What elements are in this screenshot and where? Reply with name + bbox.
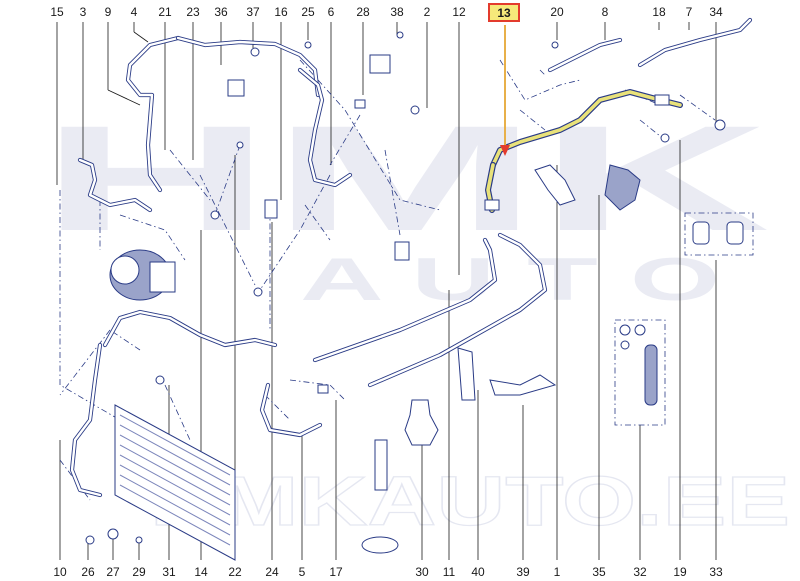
callout-18[interactable]: 18 [652, 5, 666, 19]
pressure-sensor [604, 164, 641, 211]
callout-29[interactable]: 29 [132, 565, 146, 579]
callout-3[interactable]: 3 [80, 5, 87, 19]
callout-24[interactable]: 24 [265, 565, 279, 579]
callout-40[interactable]: 40 [471, 565, 485, 579]
callout-30[interactable]: 30 [415, 565, 429, 579]
bracket-1 [534, 164, 576, 206]
watermark-site: HMKAUTO.EE [150, 462, 790, 540]
callout-5[interactable]: 5 [299, 565, 306, 579]
condenser [114, 404, 236, 561]
callout-32[interactable]: 32 [633, 565, 647, 579]
callout-31[interactable]: 31 [162, 565, 176, 579]
hoses [69, 17, 753, 498]
callout-8[interactable]: 8 [602, 5, 609, 19]
callout-16[interactable]: 16 [274, 5, 288, 19]
callout-13[interactable]: 13 [497, 6, 511, 20]
callout-1[interactable]: 1 [554, 565, 561, 579]
bracket-39 [489, 374, 557, 396]
callout-27[interactable]: 27 [106, 565, 120, 579]
callout-39[interactable]: 39 [516, 565, 530, 579]
bottom-leader-lines [59, 140, 717, 560]
callout-28[interactable]: 28 [356, 5, 370, 19]
callouts-top: 15 3 9 4 21 23 36 37 16 25 6 28 38 2 12 … [50, 3, 723, 22]
valve-caps [684, 212, 754, 256]
callout-9[interactable]: 9 [105, 5, 112, 19]
watermark: HMK A U T O HMKAUTO.EE [40, 94, 791, 541]
callout-12[interactable]: 12 [452, 5, 466, 19]
callout-36[interactable]: 36 [214, 5, 228, 19]
callout-6[interactable]: 6 [328, 5, 335, 19]
highlight-marker [500, 25, 510, 156]
callout-7[interactable]: 7 [686, 5, 693, 19]
callout-34[interactable]: 34 [709, 5, 723, 19]
filter-dryer [614, 319, 666, 426]
callout-17[interactable]: 17 [329, 565, 343, 579]
callout-10[interactable]: 10 [53, 565, 67, 579]
callout-37[interactable]: 37 [246, 5, 260, 19]
callout-35[interactable]: 35 [592, 565, 606, 579]
fastener-detail [361, 439, 399, 554]
watermark-brand: HMK [40, 94, 770, 262]
callout-23[interactable]: 23 [186, 5, 200, 19]
callout-4[interactable]: 4 [131, 5, 138, 19]
callout-21[interactable]: 21 [158, 5, 172, 19]
callout-25[interactable]: 25 [301, 5, 315, 19]
callouts-bottom: 10 26 27 29 31 14 22 24 5 17 30 11 40 39… [53, 565, 723, 579]
components [85, 31, 754, 561]
callout-14[interactable]: 14 [194, 565, 208, 579]
callout-19[interactable]: 19 [673, 565, 687, 579]
compressor [109, 249, 176, 301]
callout-38[interactable]: 38 [390, 5, 404, 19]
bracket-40 [457, 347, 476, 401]
callout-15[interactable]: 15 [50, 5, 64, 19]
watermark-sub: A U T O [300, 246, 720, 313]
callout-20[interactable]: 20 [550, 5, 564, 19]
highlight-box [488, 3, 520, 22]
top-leader-lines [56, 22, 717, 275]
callout-26[interactable]: 26 [81, 565, 95, 579]
callout-2[interactable]: 2 [424, 5, 431, 19]
callout-22[interactable]: 22 [228, 565, 242, 579]
callout-11[interactable]: 11 [443, 565, 456, 579]
oil-bottle [404, 399, 439, 446]
callout-33[interactable]: 33 [709, 565, 723, 579]
